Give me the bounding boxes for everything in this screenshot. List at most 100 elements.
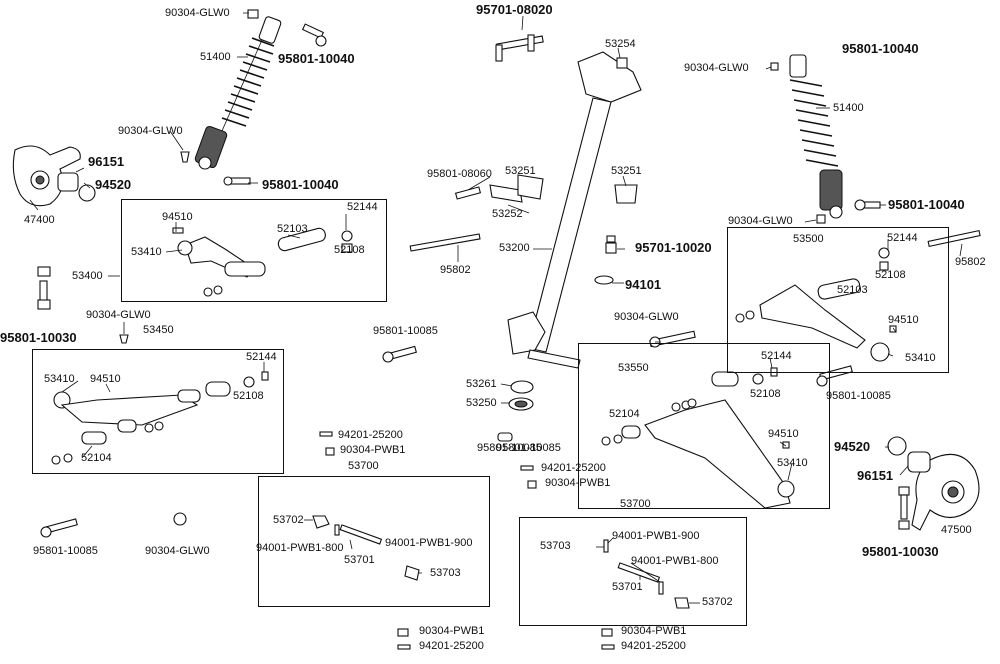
tie-rod-left: [312, 515, 420, 581]
right-knuckle: [911, 453, 980, 531]
callout-label: 95801-10030: [862, 544, 939, 559]
callout-label: 94201-25200: [541, 462, 606, 474]
callout-label: 90304-PWB1: [419, 625, 485, 637]
callout-label: 95801-10085: [477, 442, 542, 454]
group-box-53450: [32, 349, 284, 474]
callout-label: 95802: [955, 256, 986, 268]
callout-label: 53703: [430, 567, 461, 579]
callout-label: 94201-25200: [621, 640, 686, 652]
callout-label: 90304-GLW0: [684, 62, 749, 74]
callout-label: 53261: [466, 378, 497, 390]
callout-label: 94520: [834, 439, 871, 454]
callout-label: 52108: [334, 244, 365, 256]
callout-label: 53410: [905, 352, 936, 364]
callout-label: 90304-PWB1: [621, 625, 687, 637]
callout-label: 52104: [609, 408, 640, 420]
left-shock-absorber: [194, 16, 282, 170]
callout-label: 53252: [492, 208, 523, 220]
callout-label: 53200: [499, 242, 530, 254]
callout-label: 95801-10040: [842, 41, 919, 56]
callout-label: 53250: [466, 397, 497, 409]
callout-label: 53702: [702, 596, 733, 608]
callout-label: 53400: [72, 270, 103, 282]
callout-label: 94001-PWB1-800: [631, 555, 719, 567]
callout-label: 94001-PWB1-900: [385, 537, 473, 549]
callout-label: 53550: [618, 362, 649, 374]
callout-label: 95801-10040: [888, 197, 965, 212]
callout-label: 95801-10030: [0, 330, 77, 345]
callout-label: 51400: [833, 102, 864, 114]
callout-label: 94510: [90, 373, 121, 385]
group-box-53500: [727, 227, 949, 373]
callout-label: 95801-10040: [262, 177, 339, 192]
callout-label: 94510: [768, 428, 799, 440]
callout-label: 90304-PWB1: [545, 477, 611, 489]
callout-label: 95801-08060: [427, 168, 492, 180]
callout-label: 94001-PWB1-800: [256, 542, 344, 554]
callout-label: 52144: [347, 201, 378, 213]
callout-label: 95701-08020: [476, 2, 553, 17]
callout-label: 53500: [793, 233, 824, 245]
callout-label: 94201-25200: [338, 429, 403, 441]
callout-label: 52108: [750, 388, 781, 400]
callout-label: 95701-10020: [635, 240, 712, 255]
lower-a-arm-left: [51, 371, 269, 465]
upper-a-arm-right: [735, 247, 897, 362]
callout-label: 90304-GLW0: [145, 545, 210, 557]
callout-label: 52103: [277, 223, 308, 235]
callout-label: 96151: [857, 468, 894, 483]
callout-label: 96151: [88, 154, 125, 169]
callout-label: 52144: [761, 350, 792, 362]
callout-label: 94510: [888, 314, 919, 326]
callout-label: 53251: [611, 165, 642, 177]
callout-label: 52144: [246, 351, 277, 363]
callout-label: 52104: [81, 452, 112, 464]
lower-a-arm-right: [601, 367, 795, 509]
callout-label: 90304-GLW0: [614, 311, 679, 323]
callout-label: 52144: [887, 232, 918, 244]
callout-label: 53450: [143, 324, 174, 336]
tie-rod-right: [603, 539, 690, 609]
group-box-53700-left: [258, 476, 490, 607]
callout-label: 95801-10085: [33, 545, 98, 557]
callout-label: 94510: [162, 211, 193, 223]
group-box-53400: [121, 199, 387, 302]
callout-label: 94520: [95, 177, 132, 192]
callout-label: 53254: [605, 38, 636, 50]
steering-column: [507, 51, 642, 369]
right-shock-absorber: [789, 54, 843, 219]
callout-label: 94001-PWB1-900: [612, 530, 700, 542]
callout-label: 95802: [440, 264, 471, 276]
callout-label: 47500: [941, 524, 972, 536]
callout-label: 95801-10040: [278, 51, 355, 66]
callout-label: 90304-GLW0: [728, 215, 793, 227]
upper-a-arm-left: [172, 227, 353, 297]
callout-label: 90304-GLW0: [165, 7, 230, 19]
callout-label: 53251: [505, 165, 536, 177]
callout-label: 53410: [44, 373, 75, 385]
callout-label: 52108: [875, 269, 906, 281]
callout-label: 90304-GLW0: [118, 125, 183, 137]
callout-label: 53410: [777, 457, 808, 469]
callout-label: 94101: [625, 277, 662, 292]
callout-label: 90304-GLW0: [86, 309, 151, 321]
callout-label: 53701: [612, 581, 643, 593]
callout-label: 95801-10085: [826, 390, 891, 402]
group-box-53700-right: [519, 517, 747, 626]
callout-label: 53700: [620, 498, 651, 510]
left-knuckle: [12, 145, 81, 207]
callout-label: 52108: [233, 390, 264, 402]
callout-label: 51400: [200, 51, 231, 63]
callout-label: 53700: [348, 460, 379, 472]
group-box-53550: [578, 343, 830, 509]
callout-label: 53703: [540, 540, 571, 552]
callout-label: 94201-25200: [419, 640, 484, 652]
callout-label: 53702: [273, 514, 304, 526]
callout-label: 95801-10085: [373, 325, 438, 337]
callout-label: 52103: [837, 284, 868, 296]
callout-label: 53701: [344, 554, 375, 566]
callout-label: 95801-10085: [496, 442, 561, 454]
callout-label: 90304-PWB1: [340, 444, 406, 456]
